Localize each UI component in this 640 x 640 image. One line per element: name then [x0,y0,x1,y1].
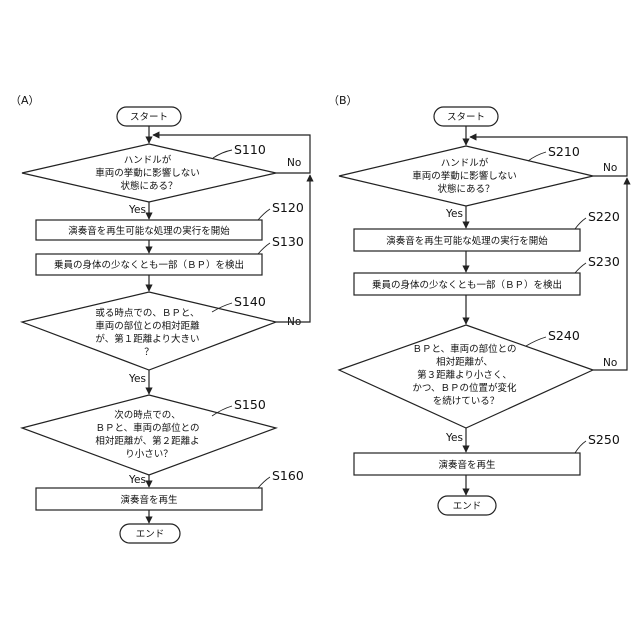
panel-b-s240-line-1: ＢＰと、車両の部位との [412,343,516,355]
panel-b-s240-no: No [603,357,617,369]
panel-a-s110-no: No [287,157,301,169]
panel-b-s240-line-2: 相対距離が、 [436,356,493,368]
panel-a-s120-text: 演奏音を再生可能な処理の実行を開始 [68,225,230,237]
panel-b-s240-leader [526,337,546,346]
panel-b-s250-text: 演奏音を再生 [438,459,496,471]
panel-b-s210-line-3: 状態にある？ [437,183,494,195]
panel-b-s210-leader [528,152,546,161]
panel-a-s150-id: S150 [234,397,266,412]
panel-a-s110-line-3: 状態にある？ [120,180,177,192]
panel-a-end-label: エンド [136,529,165,540]
panel-b-s220-leader [575,218,586,229]
panel-a-s140-yes: Yes [128,373,146,385]
panel-a-s110-yes: Yes [128,204,146,216]
panel-a: （A） スタート ハンドルが 車両の挙動に影響しない 状態にある？ S110 N… [10,94,310,543]
panel-a-s140-id: S140 [234,294,266,309]
panel-a-s120-id: S120 [272,200,304,215]
panel-b-s240-line-3: 第３距離より小さく、 [417,369,512,381]
panel-a-s160-id: S160 [272,468,304,483]
panel-b-s220-id: S220 [588,209,620,224]
panel-b-label: （B） [328,94,358,107]
panel-b-s250-leader [575,441,586,453]
panel-a-s160-leader [258,477,270,488]
panel-a-s150-line-4: り小さい？ [125,449,173,460]
panel-a-s150-yes: Yes [128,474,146,486]
panel-a-s160-text: 演奏音を再生 [120,494,178,506]
panel-b-s240-id: S240 [548,328,580,343]
panel-b: （B） スタート ハンドルが 車両の挙動に影響しない 状態にある？ S210 N… [328,94,627,515]
panel-a-label: （A） [10,94,40,107]
panel-a-s110-line-1: ハンドルが [124,154,172,166]
panel-a-s130-id: S130 [272,234,304,249]
panel-a-s140-line-1: 或る時点での、ＢＰと、 [95,307,199,319]
panel-b-s250-id: S250 [588,432,620,447]
panel-b-s230-text: 乗員の身体の少なくとも一部（ＢＰ）を検出 [372,279,562,291]
panel-a-s110-line-2: 車両の挙動に影響しない [95,167,200,179]
panel-b-start-label: スタート [447,112,485,123]
panel-b-s220-text: 演奏音を再生可能な処理の実行を開始 [386,235,548,247]
panel-a-s140-line-2: 車両の部位との相対距離 [95,320,200,332]
panel-b-s210-id: S210 [548,144,580,159]
panel-a-s150-line-1: 次の時点での、 [114,409,181,421]
panel-a-s140-line-3: が、第１距離より大きい [95,333,199,345]
panel-a-start-label: スタート [130,112,168,123]
panel-a-s120-leader [258,209,270,220]
panel-b-s210-no: No [603,162,617,174]
panel-b-s240-line-4: かつ、ＢＰの位置が変化 [412,382,517,394]
panel-b-s230-leader [575,263,586,273]
panel-a-s110-id: S110 [234,142,266,157]
panel-b-s210-line-1: ハンドルが [441,157,489,169]
panel-b-s240-line-5: を続けている？ [433,395,500,407]
panel-a-s130-text: 乗員の身体の少なくとも一部（ＢＰ）を検出 [54,259,244,271]
panel-b-s240-yes: Yes [445,432,463,444]
panel-b-end-label: エンド [453,501,482,512]
panel-b-s240-no-loop [593,178,627,370]
panel-b-s210-line-2: 車両の挙動に影響しない [412,170,517,182]
panel-a-s130-leader [258,243,270,254]
panel-b-s230-id: S230 [588,254,620,269]
panel-a-s150-line-3: 相対距離が、第２距離よ [95,435,199,447]
panel-a-s150-line-2: ＢＰと、車両の部位との [95,422,199,434]
panel-a-s110-leader [213,150,232,158]
panel-a-s140-line-4: ？ [144,347,154,358]
panel-b-s210-yes: Yes [445,208,463,220]
